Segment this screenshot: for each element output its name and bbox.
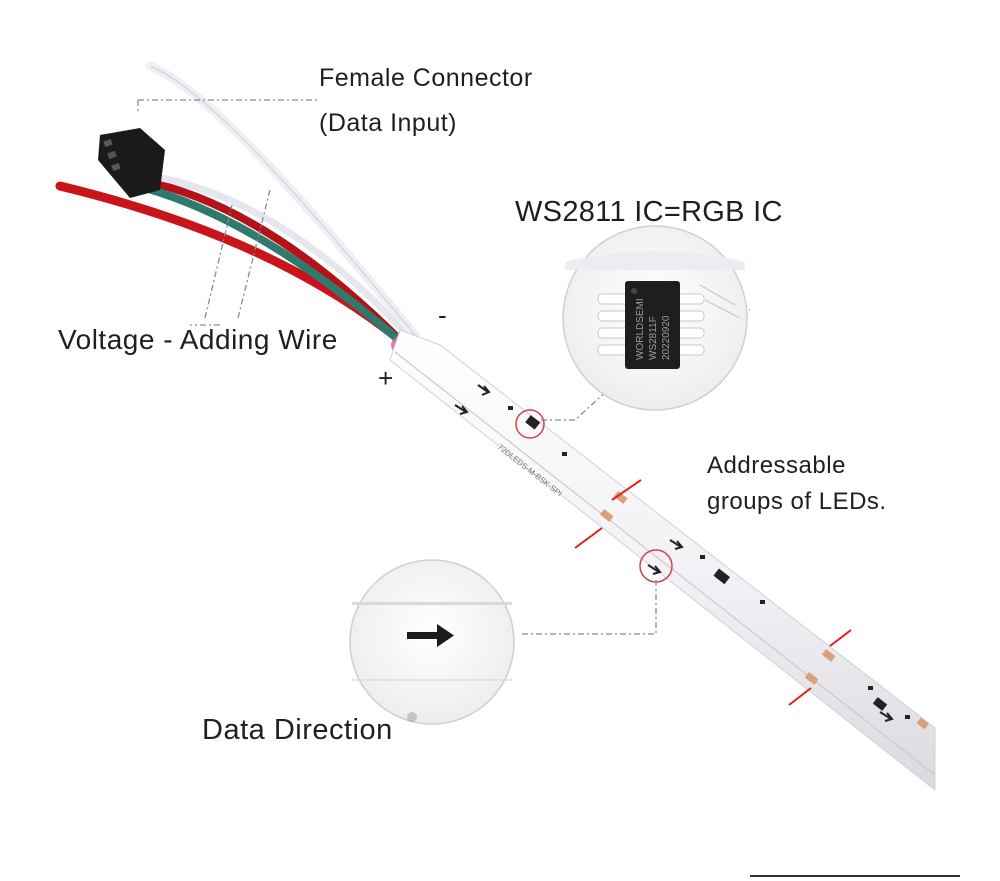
strip-components: [508, 406, 910, 719]
chip-marking-3: 20220920: [661, 315, 672, 360]
strip-arrows: [454, 384, 894, 722]
data-direction-label: Data Direction: [202, 714, 393, 746]
data-direction-arrow-icon: [407, 624, 454, 647]
cut-marks: [574, 479, 852, 706]
addressable-label-line1: Addressable: [707, 452, 846, 479]
data-input-label: (Data Input): [319, 109, 458, 137]
solder-pads: [599, 490, 929, 730]
voltage-wire-label: Voltage - Adding Wire: [58, 324, 338, 355]
ic-zoom-bubble: WORLDSEMI WS2811F 20220920: [562, 225, 748, 411]
female-connector: [98, 128, 165, 198]
ic-label: WS2811 IC=RGB IC: [515, 196, 783, 228]
female-connector-label: Female Connector: [319, 64, 533, 92]
ws2811-chip: [625, 281, 680, 369]
ic-highlight-circle: [515, 409, 545, 439]
arrow-zoom-bubble: [349, 559, 515, 725]
leader-lines: [137, 99, 750, 635]
chip-marking-2: WS2811F: [648, 316, 659, 360]
green-wire: [143, 184, 411, 352]
plus-label: +: [378, 363, 394, 393]
white-wire-connector: [144, 171, 415, 343]
chip-marking-1: WORLDSEMI: [635, 298, 646, 360]
minus-label: -: [438, 300, 448, 330]
addressable-label-line2: groups of LEDs.: [707, 488, 887, 515]
